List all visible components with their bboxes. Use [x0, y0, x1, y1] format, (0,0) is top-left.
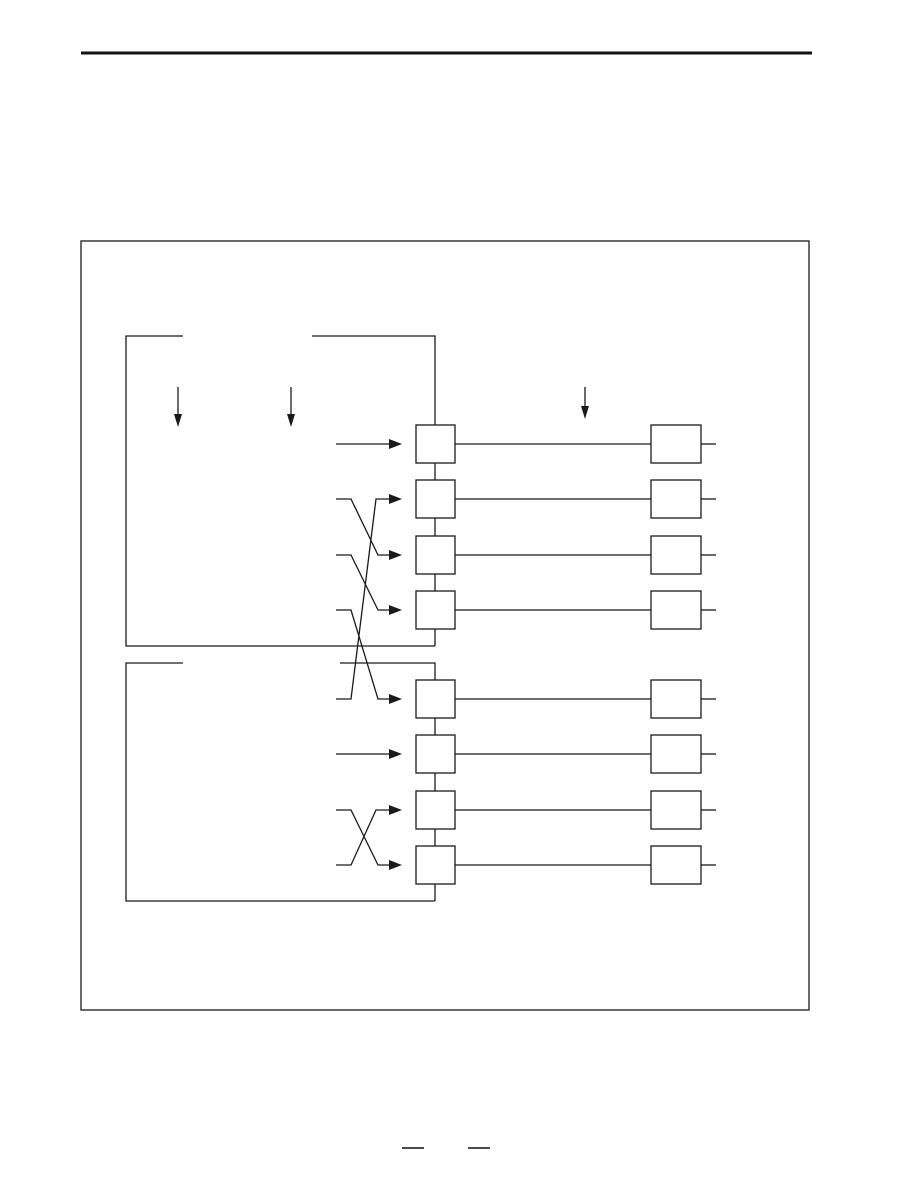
channel-right-box [650, 790, 702, 830]
channel-left-box [415, 679, 456, 719]
figure-frame [80, 240, 810, 1011]
channel-left-box [415, 479, 456, 519]
channel-row [415, 734, 716, 774]
channel-right-box [650, 424, 702, 464]
channel-left-box [415, 845, 456, 885]
arrowheads [389, 439, 402, 870]
channel-row [415, 790, 716, 830]
channel-left-box [415, 734, 456, 774]
group-2-block [125, 662, 436, 902]
channel-row [415, 424, 716, 464]
channel-row [415, 590, 716, 630]
group-1-block [125, 335, 436, 647]
channel-row [415, 679, 716, 719]
channel-left-box [415, 590, 456, 630]
channel-row [415, 535, 716, 575]
channel-right-box [650, 479, 702, 519]
channel-left-box [415, 424, 456, 464]
down-arrow-icon [287, 387, 295, 427]
channel-right-box [650, 535, 702, 575]
channel-right-box [650, 590, 702, 630]
channel-row [415, 845, 716, 885]
routing-wires [336, 443, 390, 866]
channel-right-box [650, 679, 702, 719]
channel-left-box [415, 790, 456, 830]
channel-left-box [415, 535, 456, 575]
channel-right-box [650, 734, 702, 774]
channel-row [415, 479, 716, 519]
down-arrow-icon [581, 387, 589, 419]
channel-right-box [650, 845, 702, 885]
down-arrow-icon [174, 387, 182, 427]
